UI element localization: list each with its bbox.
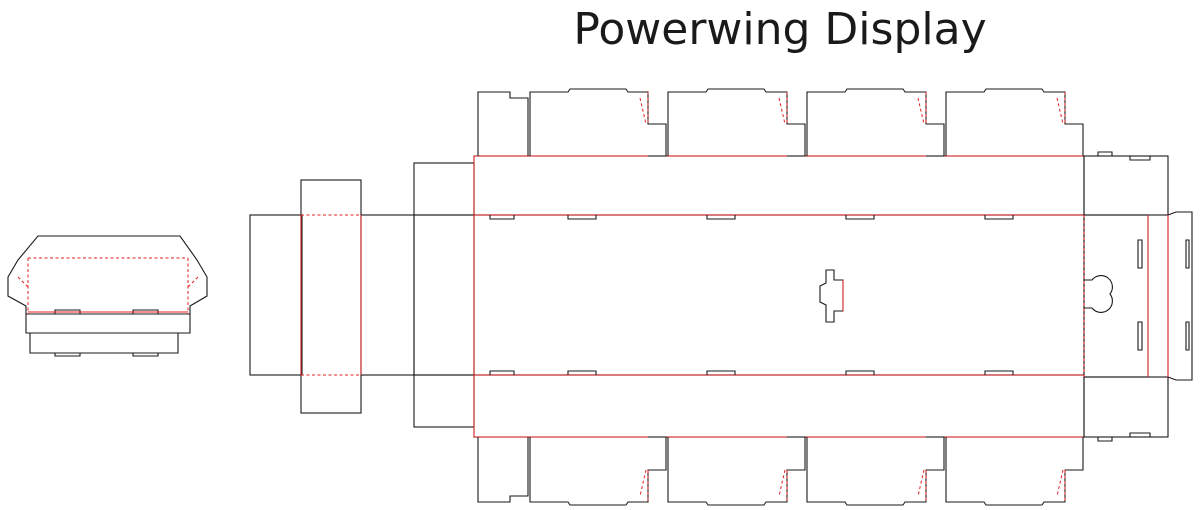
small-header-piece bbox=[7, 235, 208, 357]
diagram-title: Powerwing Display bbox=[573, 4, 987, 55]
middle-tray-piece bbox=[249, 179, 415, 414]
main-display-piece bbox=[413, 88, 1193, 506]
